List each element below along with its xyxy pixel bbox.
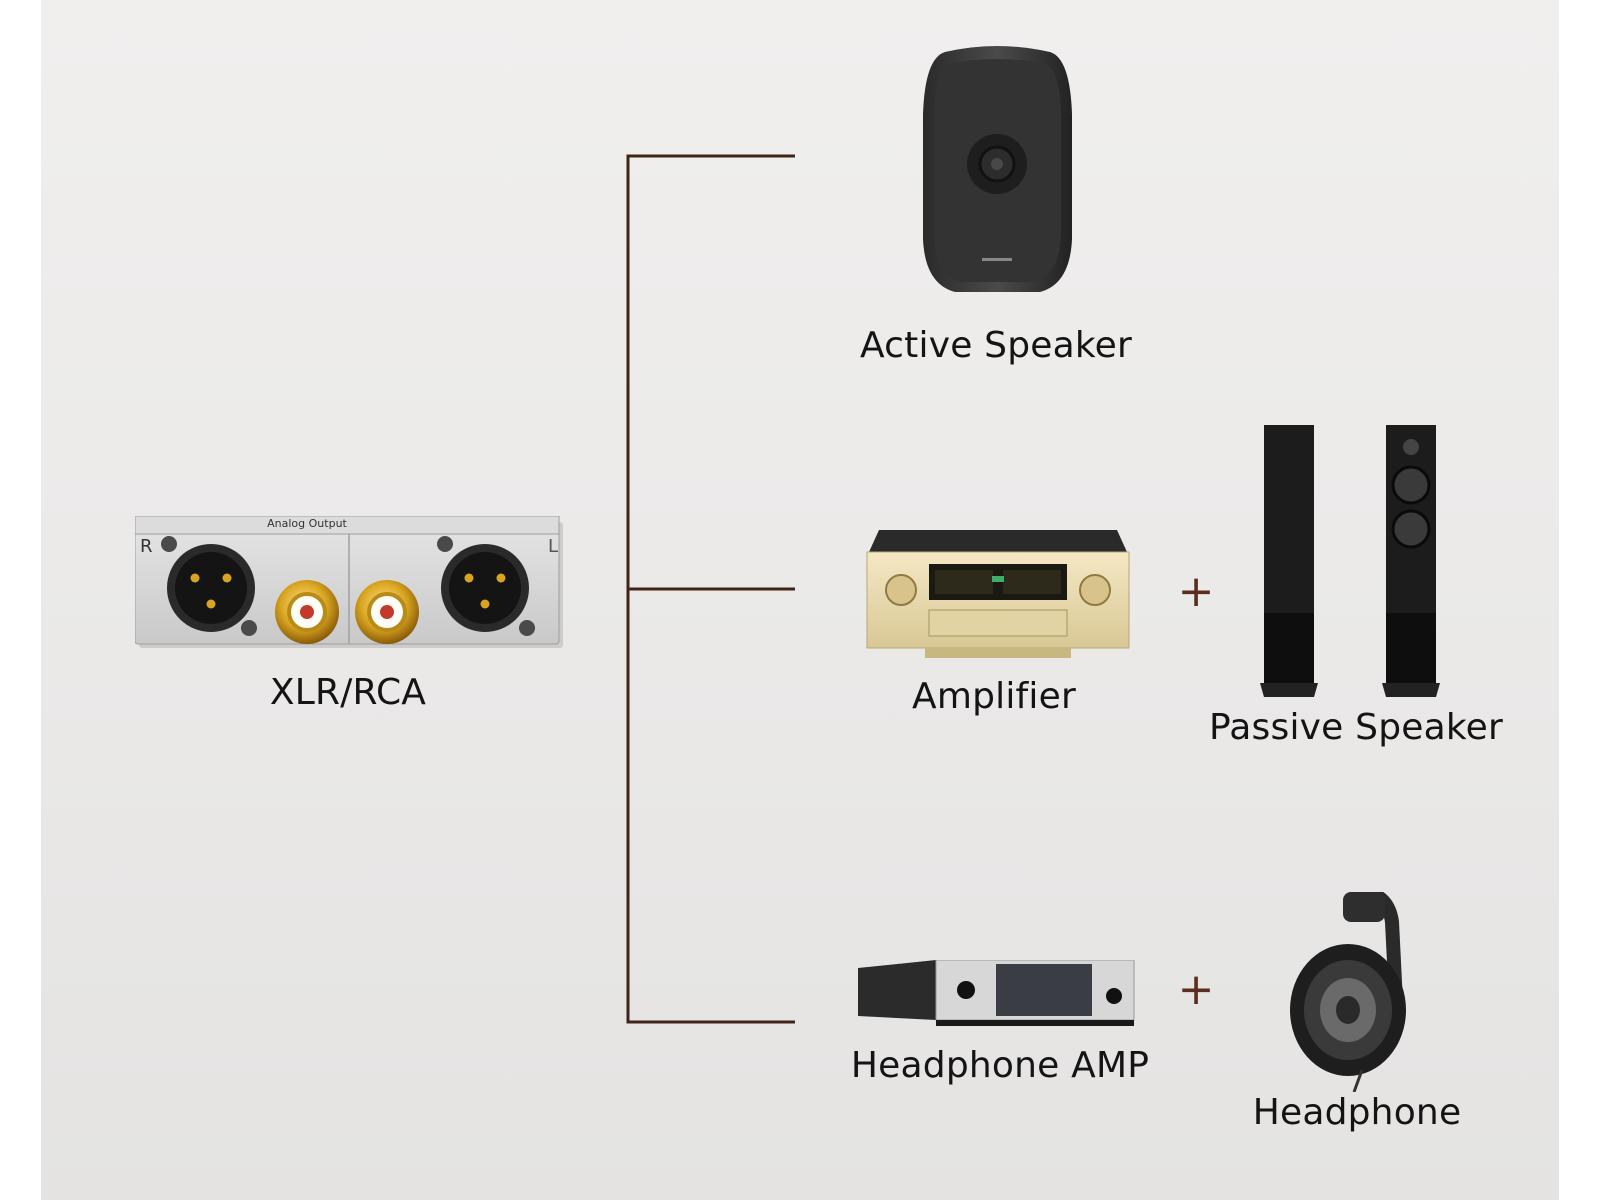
panel-text: Analog Output	[267, 517, 347, 530]
headphone-icon	[1288, 892, 1418, 1092]
pair-label: Headphone	[1252, 1092, 1462, 1133]
right-channel-mark: R	[140, 536, 153, 557]
headphone-amp-icon	[858, 960, 1136, 1026]
plus-sign: +	[1177, 566, 1215, 617]
left-channel-mark: L	[548, 536, 559, 557]
source-label: XLR/RCA	[269, 672, 427, 713]
device-label: Amplifier	[912, 676, 1076, 717]
amplifier-icon	[865, 530, 1131, 658]
device-label: Active Speaker	[859, 325, 1133, 366]
passive-speaker-icon	[1258, 425, 1448, 703]
device-label: Headphone AMP	[850, 1045, 1150, 1086]
pair-label: Passive Speaker	[1209, 707, 1503, 748]
plus-sign: +	[1177, 964, 1215, 1015]
active-speaker-icon	[920, 44, 1075, 296]
analog-output-panel	[135, 516, 565, 650]
